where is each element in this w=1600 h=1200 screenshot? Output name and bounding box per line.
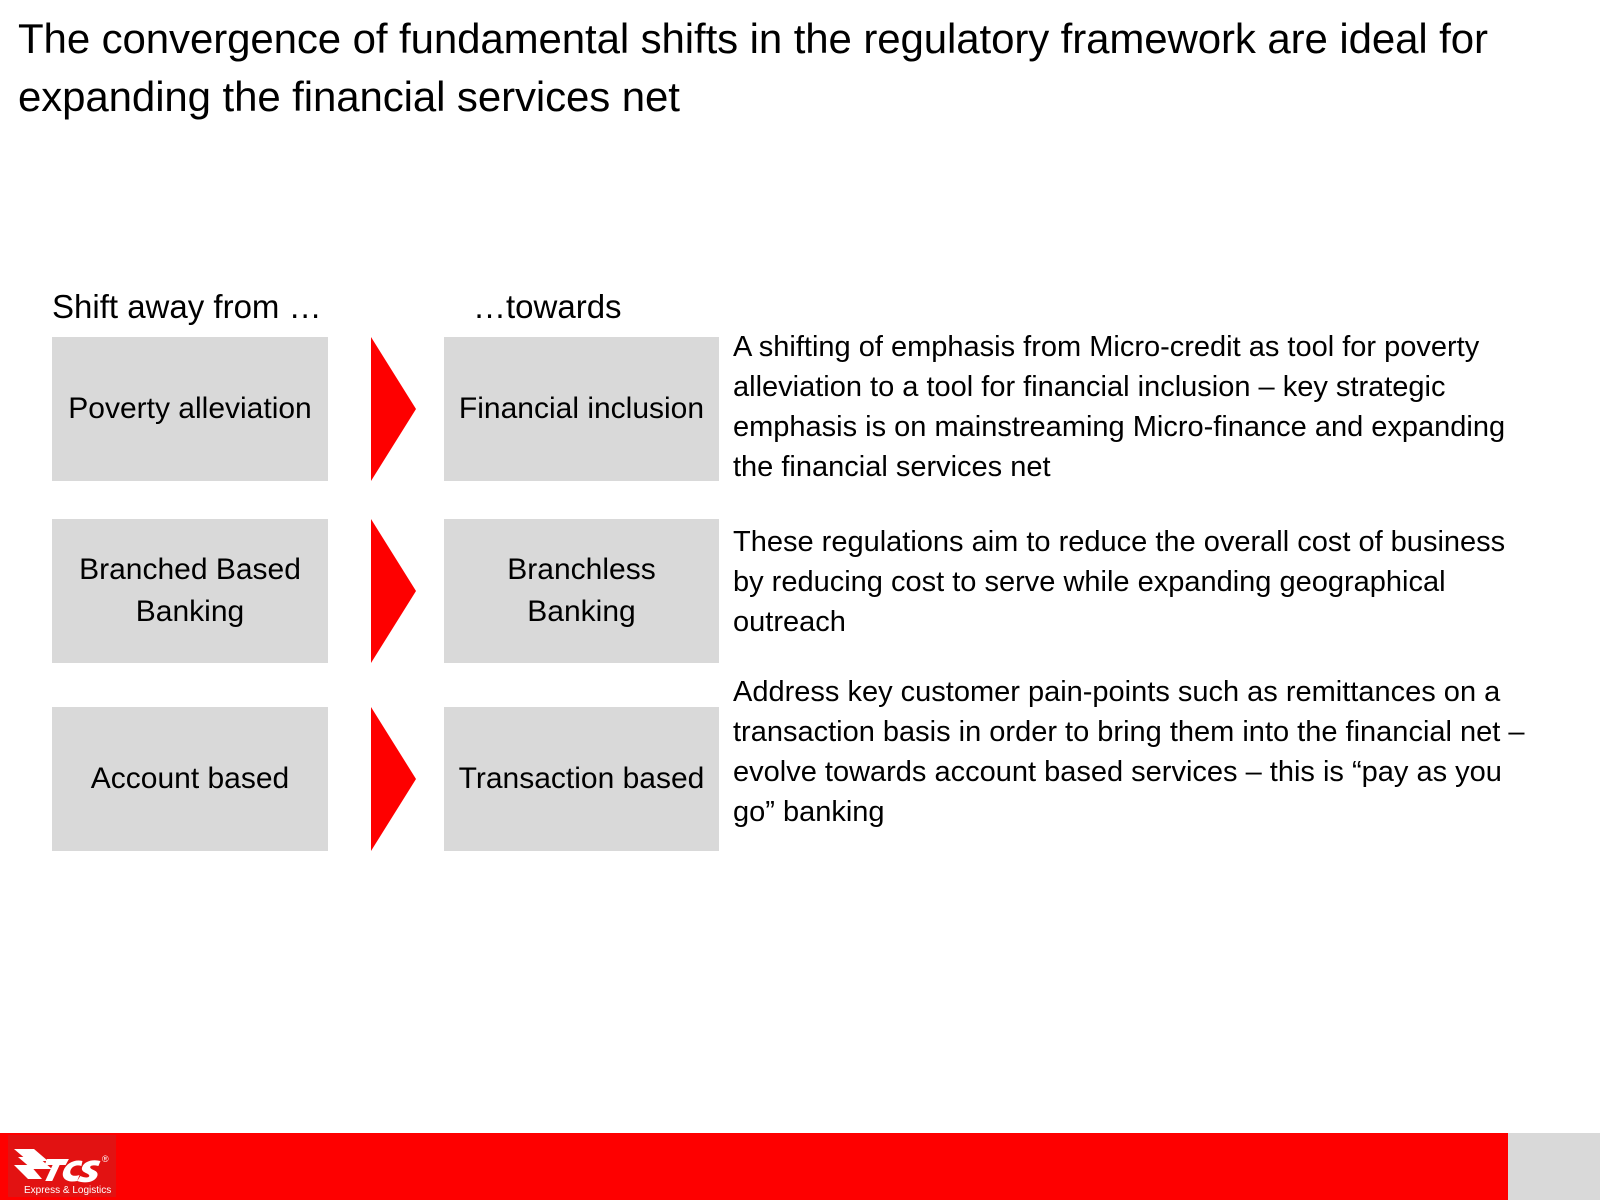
right-arrow-icon — [370, 337, 416, 481]
right-arrow-icon — [370, 707, 416, 851]
column-header-towards: …towards — [473, 288, 622, 325]
shift-diagram: Poverty alleviation Financial inclusion … — [0, 337, 1600, 851]
footer-red-bar — [0, 1133, 1508, 1200]
to-state-box: Financial inclusion — [444, 337, 719, 481]
shift-row: Branched Based Banking Branchless Bankin… — [0, 519, 1600, 663]
shift-row: Account based Transaction based — [0, 707, 1600, 851]
svg-text:®: ® — [102, 1154, 109, 1164]
to-state-box: Branchless Banking — [444, 519, 719, 663]
row-description: Address key customer pain-points such as… — [733, 676, 1525, 828]
row-description: These regulations aim to reduce the over… — [733, 526, 1506, 638]
page-title: The convergence of fundamental shifts in… — [18, 15, 1488, 120]
from-state-box: Account based — [52, 707, 328, 851]
from-state-box: Branched Based Banking — [52, 519, 328, 663]
footer-gray-block — [1508, 1133, 1600, 1200]
svg-text:Express & Logistics: Express & Logistics — [24, 1185, 111, 1196]
right-arrow-icon — [370, 519, 416, 663]
column-header-shift-away-from: Shift away from … — [52, 288, 322, 325]
shift-row: Poverty alleviation Financial inclusion — [0, 337, 1600, 481]
to-state-box: Transaction based — [444, 707, 719, 851]
row-description: A shifting of emphasis from Micro-credit… — [733, 331, 1506, 483]
footer: ® Express & Logistics — [0, 1133, 1600, 1200]
from-state-box: Poverty alleviation — [52, 337, 328, 481]
tcs-logo: ® Express & Logistics — [8, 1135, 116, 1197]
